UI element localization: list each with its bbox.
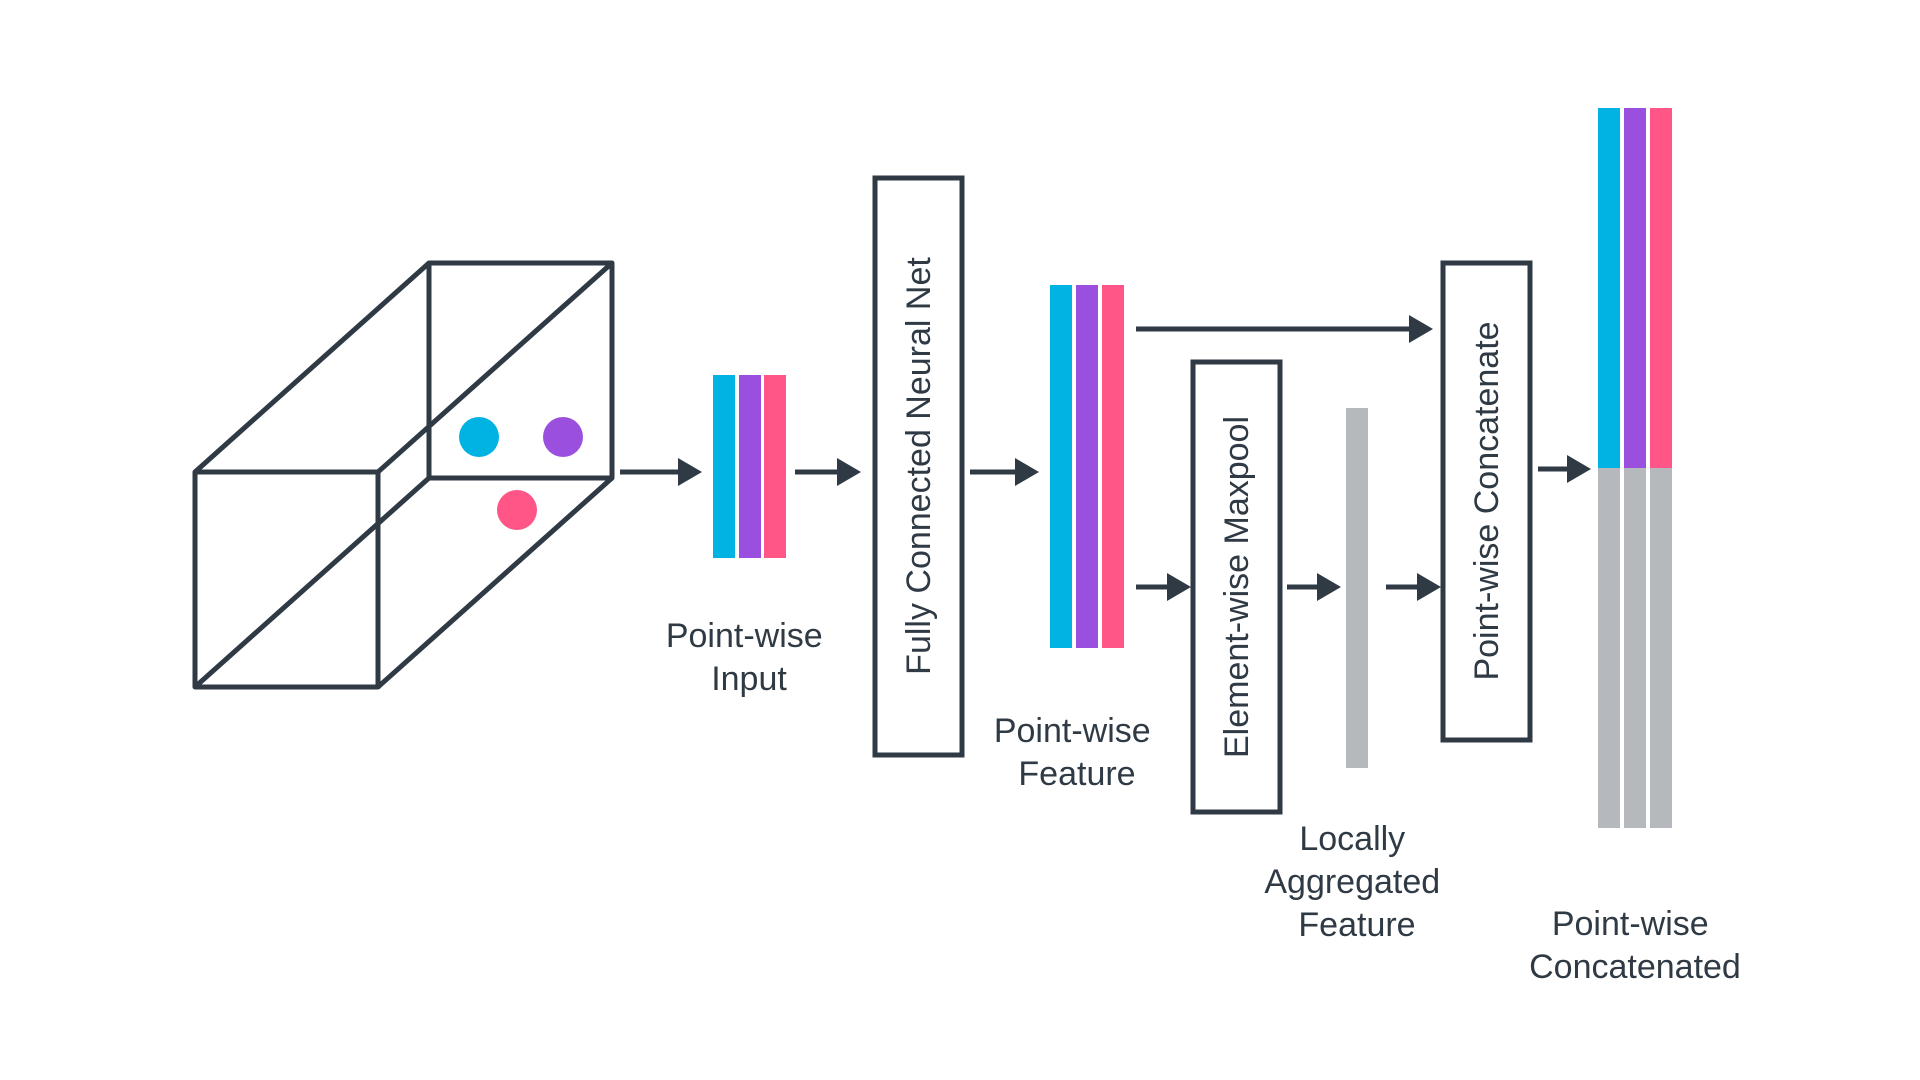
voxel-edge-bottom-left xyxy=(193,476,431,689)
pointwise-input-label: Point-wise Input xyxy=(666,617,832,698)
input-bar-cyan xyxy=(713,375,735,558)
feature-bar-pink xyxy=(1102,285,1124,648)
concat-bar-pink-top xyxy=(1650,108,1672,468)
concat-bar-gray-bottom-3 xyxy=(1650,468,1672,828)
arrow-icon xyxy=(620,458,702,486)
concat-bar-gray-bottom-1 xyxy=(1598,468,1620,828)
arrow-icon xyxy=(970,458,1039,486)
voxel-edge-bottom-right xyxy=(376,476,614,689)
aggregated-feature-bar xyxy=(1346,408,1368,768)
concat-bar-purple-top xyxy=(1624,108,1646,468)
arrow-icon xyxy=(1386,573,1441,601)
concat-bar-cyan-top xyxy=(1598,108,1620,468)
locally-aggregated-feature-label: Locally Aggregated Feature xyxy=(1264,820,1449,944)
feature-bar-purple xyxy=(1076,285,1098,648)
pointwise-feature-label: Point-wise Feature xyxy=(994,712,1160,793)
maxpool-box xyxy=(1190,359,1283,815)
concatenated-bars xyxy=(1598,108,1672,828)
feature-bar-cyan xyxy=(1050,285,1072,648)
arrow-icon xyxy=(1287,573,1341,601)
arrow-icon xyxy=(1136,573,1191,601)
voxel-edge-top-left xyxy=(193,261,431,474)
pointwise-concatenated-label: Point-wise Concatenated xyxy=(1529,905,1741,986)
arrow-icon xyxy=(795,458,861,486)
arrow-icon xyxy=(1538,455,1591,483)
input-bar-purple xyxy=(739,375,761,558)
pink-point xyxy=(497,490,537,530)
voxel-box xyxy=(192,260,615,690)
fc-net-box xyxy=(872,175,965,758)
concatenate-box xyxy=(1440,260,1533,743)
cyan-point xyxy=(459,417,499,457)
concat-bar-gray-bottom-2 xyxy=(1624,468,1646,828)
pointwise-input-bars xyxy=(713,375,786,558)
arrow-icon xyxy=(1136,315,1433,343)
maxpool-label: Element-wise Maxpool xyxy=(1218,416,1256,758)
voxel-back-face xyxy=(426,260,615,481)
concatenate-label: Point-wise Concatenate xyxy=(1468,321,1506,680)
pointwise-feature-bars xyxy=(1050,285,1124,648)
fc-net-label: Fully Connected Neural Net xyxy=(900,257,938,675)
voxel-front-face xyxy=(192,469,381,690)
voxel-edge-top-right xyxy=(376,261,614,474)
input-bar-pink xyxy=(764,375,786,558)
purple-point xyxy=(543,417,583,457)
